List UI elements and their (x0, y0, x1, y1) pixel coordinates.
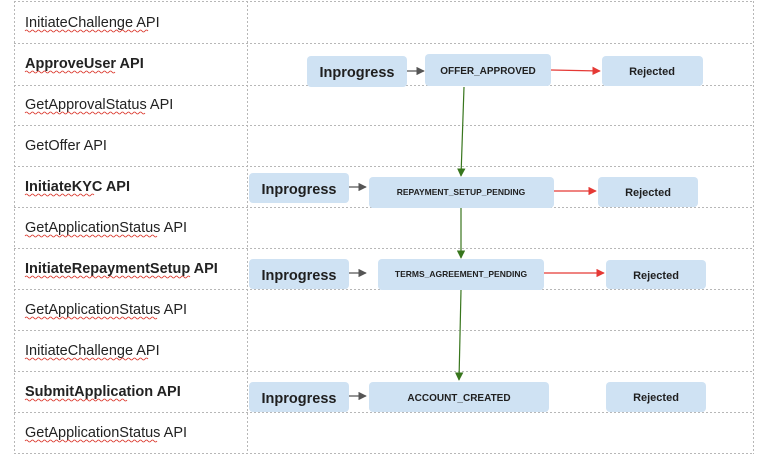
row-label-get-offer: GetOffer API (25, 138, 107, 154)
inprogress-label: Inprogress (262, 268, 337, 284)
rejected-box (602, 56, 703, 86)
state-box (369, 177, 554, 208)
flow-stage-offer-approved: Inprogress OFFER_APPROVED Rejected (307, 54, 703, 87)
state-box (425, 54, 551, 86)
state-label: TERMS_AGREEMENT_PENDING (395, 269, 528, 279)
inprogress-label: Inprogress (262, 182, 337, 198)
api-label-column: InitiateChallenge API ApproveUser API Ge… (25, 15, 218, 441)
inprogress-box (307, 56, 407, 87)
flow-arrow-1 (457, 86, 466, 177)
rejected-label: Rejected (633, 270, 679, 282)
row-label-submit-application: SubmitApplication API (25, 384, 181, 400)
rejected-label: Rejected (633, 392, 679, 404)
inprogress-box (249, 259, 349, 289)
reject-arrow (550, 66, 601, 76)
inprogress-label: Inprogress (262, 391, 337, 407)
row-label-approve-user: ApproveUser API (25, 56, 144, 72)
state-label: OFFER_APPROVED (440, 66, 536, 77)
rejected-box (598, 177, 698, 207)
flow-stage-account-created: Inprogress ACCOUNT_CREATED Rejected (249, 382, 706, 412)
row-label-get-approval-status: GetApprovalStatus API (25, 97, 173, 113)
rejected-label: Rejected (625, 187, 671, 199)
row-label-initiate-challenge: InitiateChallenge API (25, 15, 160, 31)
rejected-box (606, 260, 706, 289)
state-label: REPAYMENT_SETUP_PENDING (397, 187, 526, 197)
row-label-get-application-status: GetApplicationStatus API (25, 425, 187, 441)
inprogress-box (249, 173, 349, 203)
inprogress-label: Inprogress (320, 65, 395, 81)
row-label-initiate-challenge: InitiateChallenge API (25, 343, 160, 359)
spellcheck-underlines (24, 29, 191, 443)
row-label-get-application-status: GetApplicationStatus API (25, 220, 187, 236)
state-box (378, 259, 544, 290)
table-grid (14, 1, 754, 454)
state-box (369, 382, 549, 412)
state-label: ACCOUNT_CREATED (407, 393, 510, 404)
row-label-get-application-status: GetApplicationStatus API (25, 302, 187, 318)
flow-arrows (454, 86, 466, 381)
inprogress-box (249, 382, 349, 412)
flow-stage-repayment-setup-pending: Inprogress REPAYMENT_SETUP_PENDING Rejec… (249, 173, 698, 208)
row-label-initiate-repayment-setup: InitiateRepaymentSetup API (25, 261, 218, 277)
row-label-initiate-kyc: InitiateKYC API (25, 179, 130, 195)
flow-arrow-3 (454, 289, 464, 381)
rejected-box (606, 382, 706, 412)
rejected-label: Rejected (629, 66, 675, 78)
flow-stage-terms-agreement-pending: Inprogress TERMS_AGREEMENT_PENDING Rejec… (249, 259, 706, 290)
